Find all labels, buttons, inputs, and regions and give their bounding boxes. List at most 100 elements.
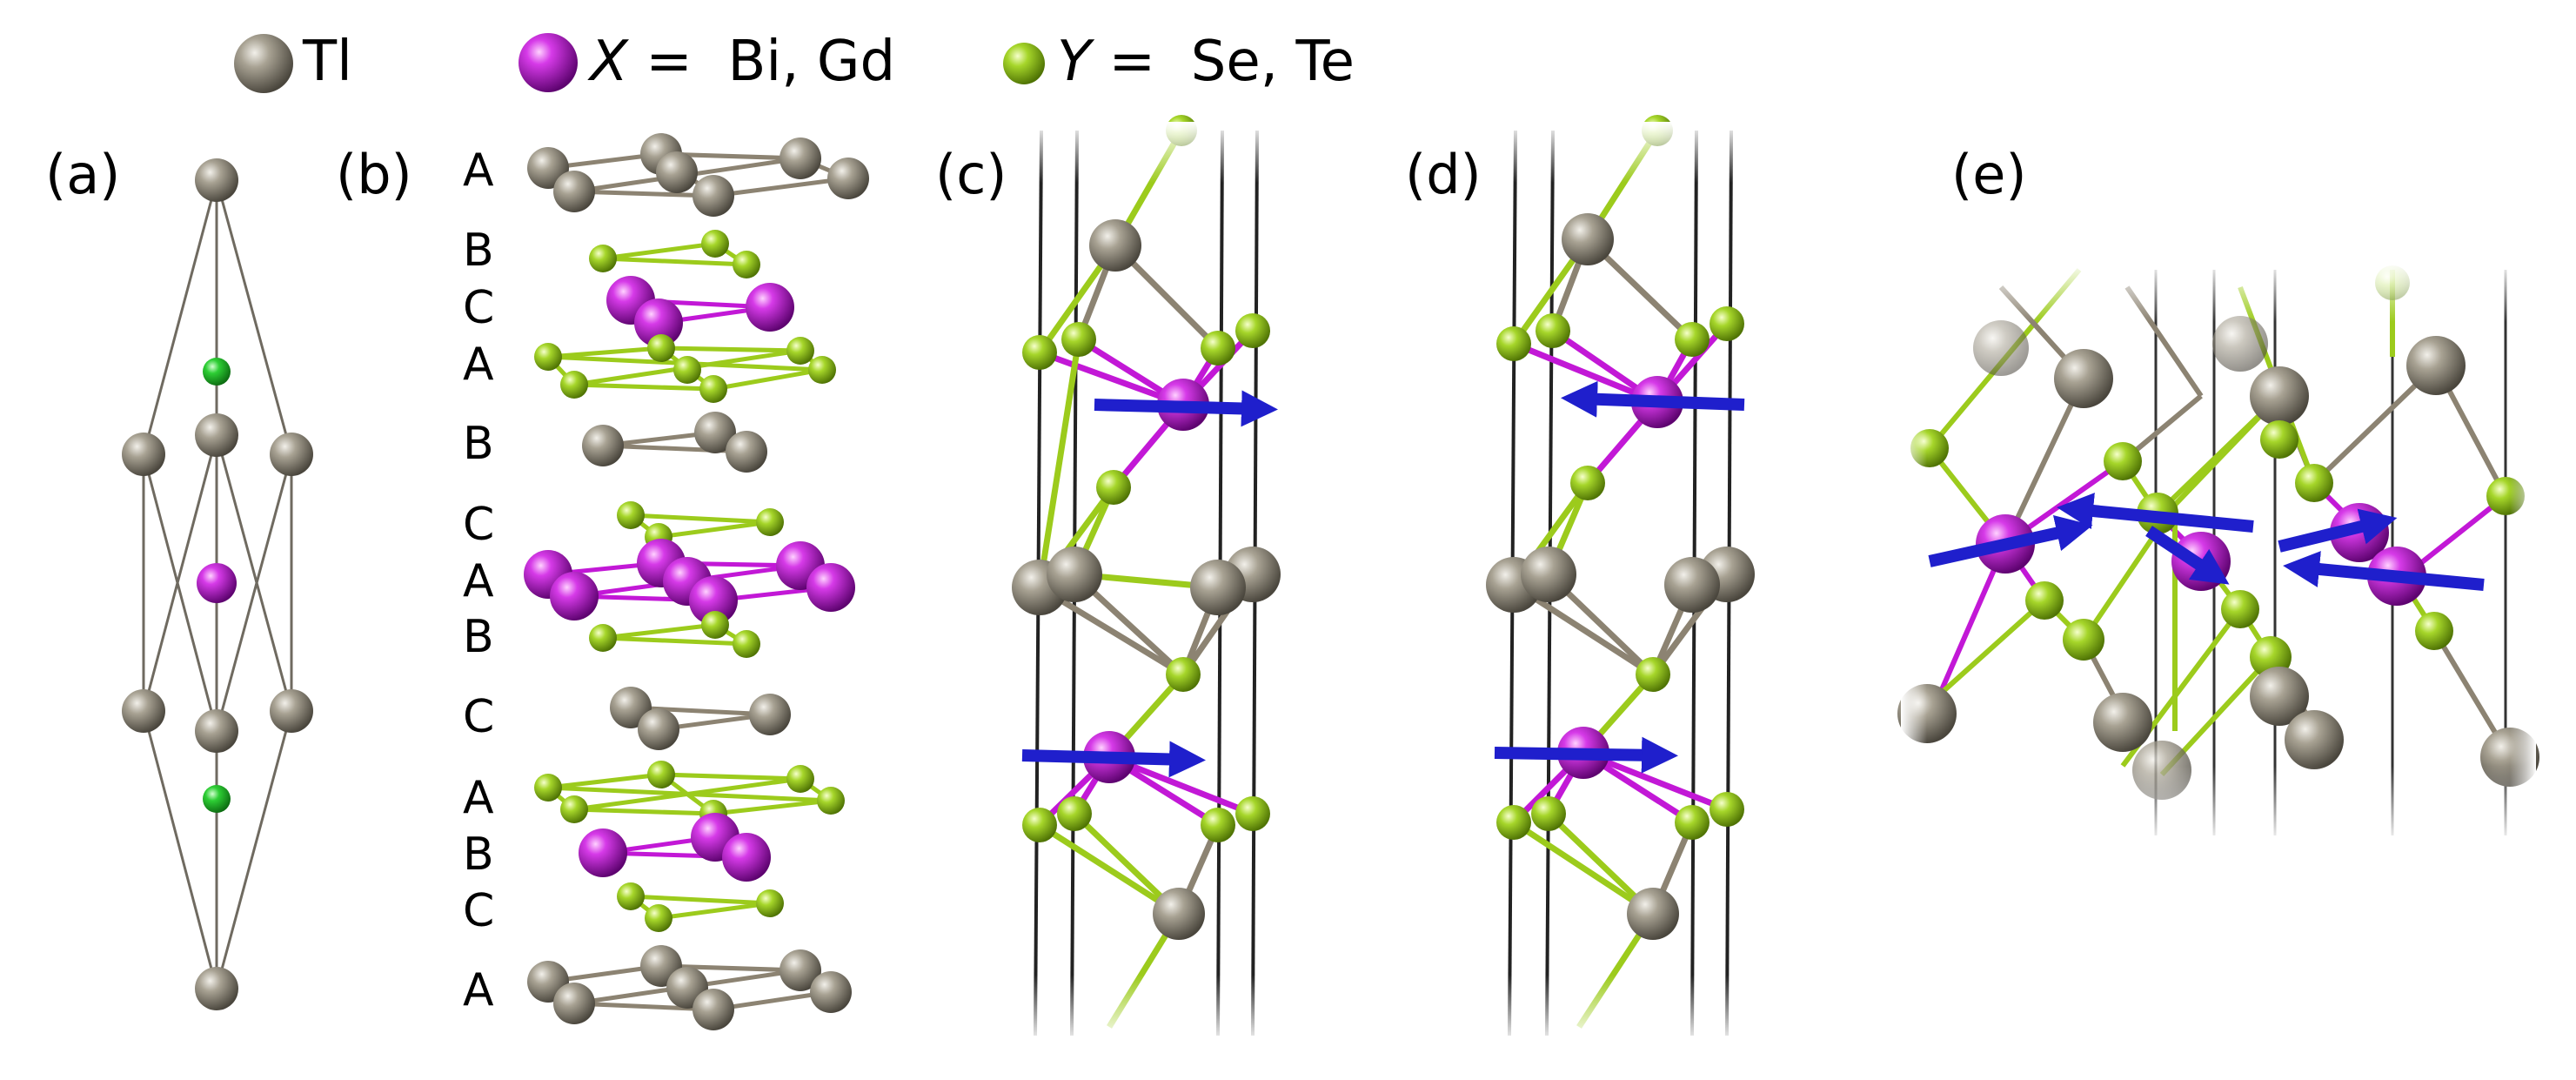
y-atom <box>1710 792 1744 827</box>
y-atom <box>617 882 645 910</box>
y-atom <box>808 356 836 384</box>
y-atom <box>1061 322 1096 357</box>
tl-atom <box>195 967 238 1010</box>
y-atom <box>673 356 701 384</box>
tl-atom <box>582 425 624 466</box>
tl-atom <box>1973 320 2029 376</box>
y-atom <box>2063 619 2104 661</box>
panel-b-stacking-labels: A B C A B C A B C A B C A <box>463 144 494 1016</box>
y-atom <box>2295 464 2333 502</box>
y-atom <box>1531 796 1566 831</box>
panel-label-e: (e) <box>1951 143 2027 206</box>
layer-y-b <box>589 230 760 278</box>
stacking-label: B <box>463 418 494 470</box>
tl-atom <box>638 708 679 750</box>
legend-x: X = Bi, Gd <box>519 30 895 94</box>
panel-e-fade-right <box>2510 261 2536 844</box>
panel-label-b: (b) <box>336 143 412 206</box>
y-atom <box>817 787 845 815</box>
layer-x-a <box>524 539 855 625</box>
panel-b-layers <box>524 133 869 1030</box>
spin-arrow <box>2278 508 2398 553</box>
panel-a-cell-edges <box>142 179 293 989</box>
y-atom <box>1570 466 1605 500</box>
panel-e <box>1897 261 2539 844</box>
x-atom <box>579 828 627 877</box>
y-atom <box>589 624 617 652</box>
legend-tl-label: Tl <box>302 30 352 94</box>
x-atom-icon <box>519 33 578 92</box>
tl-atom <box>810 971 852 1013</box>
tl-atom <box>270 689 313 733</box>
panel-e-spin-arrows <box>1928 493 2485 591</box>
green-atom <box>203 785 231 813</box>
y-atom <box>647 761 675 788</box>
y-atom <box>756 889 784 917</box>
tl-atom <box>749 694 791 735</box>
y-atom <box>2260 420 2298 459</box>
stacking-label: C <box>463 885 494 937</box>
stacking-label: B <box>463 225 494 277</box>
tl-atom <box>726 431 767 473</box>
y-atom <box>589 245 617 272</box>
y-atom <box>617 501 645 529</box>
panel-c-fade-bottom <box>1018 975 1279 1044</box>
panel-label-c: (c) <box>935 143 1007 206</box>
x-atom <box>746 283 794 332</box>
legend-y-text: Y = Se, Te <box>1057 30 1355 94</box>
tl-atom <box>693 175 734 217</box>
tl-atom <box>2212 316 2268 372</box>
tl-atom <box>2054 349 2113 408</box>
tl-atom <box>1190 560 1246 615</box>
tl-atom <box>553 171 595 212</box>
tl-atom <box>2250 366 2309 426</box>
panel-e-fade-left <box>1901 261 1927 844</box>
x-atom <box>689 576 738 625</box>
y-atom <box>1235 313 1270 348</box>
y-atom <box>1496 326 1531 361</box>
y-atom <box>1636 657 1670 692</box>
y-atom <box>733 251 760 278</box>
panel-e-fade-top <box>1905 261 2532 322</box>
layer-y-a <box>534 334 836 403</box>
green-atom <box>203 358 231 386</box>
y-atom <box>1201 808 1235 842</box>
y-atom <box>733 630 760 658</box>
tl-atom <box>270 433 313 476</box>
y-atom <box>786 765 814 793</box>
tl-atom <box>1521 547 1576 602</box>
y-atom <box>1057 796 1092 831</box>
spin-arrow <box>1928 515 2093 567</box>
layer-tl-a-bottom <box>527 945 852 1030</box>
tl-atom <box>779 949 821 991</box>
x-atom <box>806 563 855 612</box>
tl-atom <box>1047 547 1102 602</box>
legend-y: Y = Se, Te <box>1003 30 1355 94</box>
panel-e-atoms <box>1897 265 2539 800</box>
y-atom <box>786 337 814 365</box>
layer-y-c2 <box>617 882 784 932</box>
y-atom <box>2025 581 2064 620</box>
stacking-label: A <box>463 339 494 391</box>
spin-arrow <box>1021 741 1206 778</box>
tl-atom <box>827 158 869 199</box>
stacking-label: A <box>463 555 494 607</box>
panel-d-fade-bottom <box>1492 975 1753 1044</box>
tl-atom <box>195 158 238 202</box>
spin-arrow <box>2057 493 2254 533</box>
y-atom <box>1710 306 1744 341</box>
layer-y-b2 <box>589 611 760 658</box>
tl-atom <box>553 983 595 1024</box>
tl-atom <box>195 413 238 457</box>
panel-c-fade-top <box>1018 122 1279 183</box>
x-atom <box>634 299 683 347</box>
y-atom <box>1096 470 1131 505</box>
layer-tl-b <box>582 412 767 473</box>
spin-arrow <box>1094 390 1278 427</box>
stacking-label: C <box>463 691 494 743</box>
y-atom <box>1235 796 1270 831</box>
y-atom <box>560 371 588 399</box>
stacking-label: A <box>463 964 494 1016</box>
y-atom <box>699 375 727 403</box>
y-atom <box>756 508 784 536</box>
